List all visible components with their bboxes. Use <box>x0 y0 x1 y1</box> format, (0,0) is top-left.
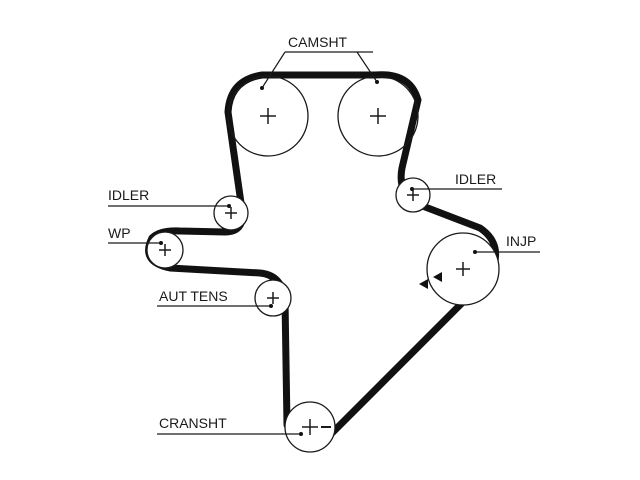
idler-pulley-left <box>213 195 249 231</box>
camshaft-pulley-right <box>337 75 419 157</box>
camshaft-pulley-left <box>227 75 309 157</box>
label-injection-pump: INJP <box>506 233 536 249</box>
timing-mark-right-arrow <box>433 272 442 282</box>
label-water-pump: WP <box>108 225 131 241</box>
auto-tensioner-pulley <box>254 279 292 317</box>
label-idler-left: IDLER <box>108 187 149 203</box>
leader-lines <box>108 51 540 435</box>
label-idler-right: IDLER <box>455 171 496 187</box>
leader-dots <box>159 80 477 436</box>
injection-pump-pulley <box>419 232 500 306</box>
water-pump-pulley <box>146 231 184 269</box>
label-camshaft: CAMSHT <box>288 34 348 50</box>
label-auto-tensioner: AUT TENS <box>159 288 228 304</box>
timing-mark-left-arrow <box>419 279 428 289</box>
crankshaft-pulley <box>284 401 336 453</box>
label-crankshaft: CRANSHT <box>159 415 227 431</box>
idler-pulley-right <box>395 177 431 213</box>
